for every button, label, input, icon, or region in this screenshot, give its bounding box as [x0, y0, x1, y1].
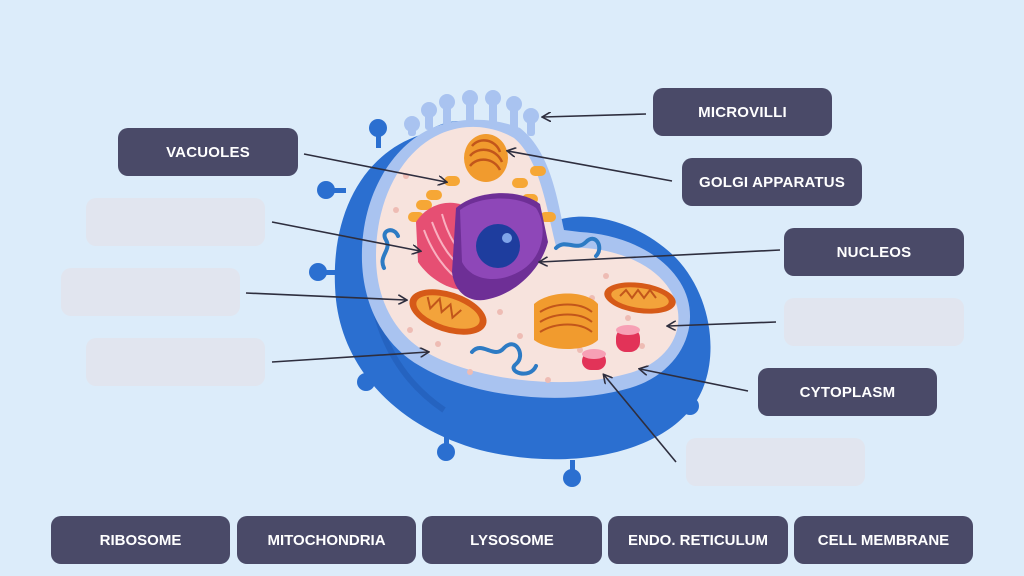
blank-drop-slot-5[interactable] — [686, 438, 865, 486]
answer-tile-endo-reticulum[interactable]: ENDO. RETICULUM — [608, 516, 788, 564]
pointer-lines — [245, 114, 781, 463]
label-golgi-apparatus: GOLGI APPARATUS — [682, 158, 862, 206]
blank-drop-slot-2[interactable] — [61, 268, 240, 316]
ribosome-clusters — [380, 228, 602, 376]
answer-tile-mitochondria[interactable]: MITOCHONDRIA — [237, 516, 416, 564]
lysosomes — [582, 325, 640, 370]
nucleus — [452, 193, 548, 301]
mitochondria-group — [409, 282, 676, 335]
answer-tile-ribosome[interactable]: RIBOSOME — [51, 516, 230, 564]
answer-tile-lysosome[interactable]: LYSOSOME — [422, 516, 602, 564]
blank-drop-slot-3[interactable] — [86, 338, 265, 386]
label-microvilli: MICROVILLI — [653, 88, 832, 136]
microvilli-group — [404, 90, 539, 136]
label-cytoplasm: CYTOPLASM — [758, 368, 937, 416]
golgi-apparatus — [464, 134, 508, 182]
golgi-stack-2 — [534, 293, 598, 349]
blank-drop-slot-4[interactable] — [784, 298, 964, 346]
blank-drop-slot-1[interactable] — [86, 198, 265, 246]
label-nucleos: NUCLEOS — [784, 228, 964, 276]
label-vacuoles: VACUOLES — [118, 128, 298, 176]
answer-tile-cell-membrane[interactable]: CELL MEMBRANE — [794, 516, 973, 564]
